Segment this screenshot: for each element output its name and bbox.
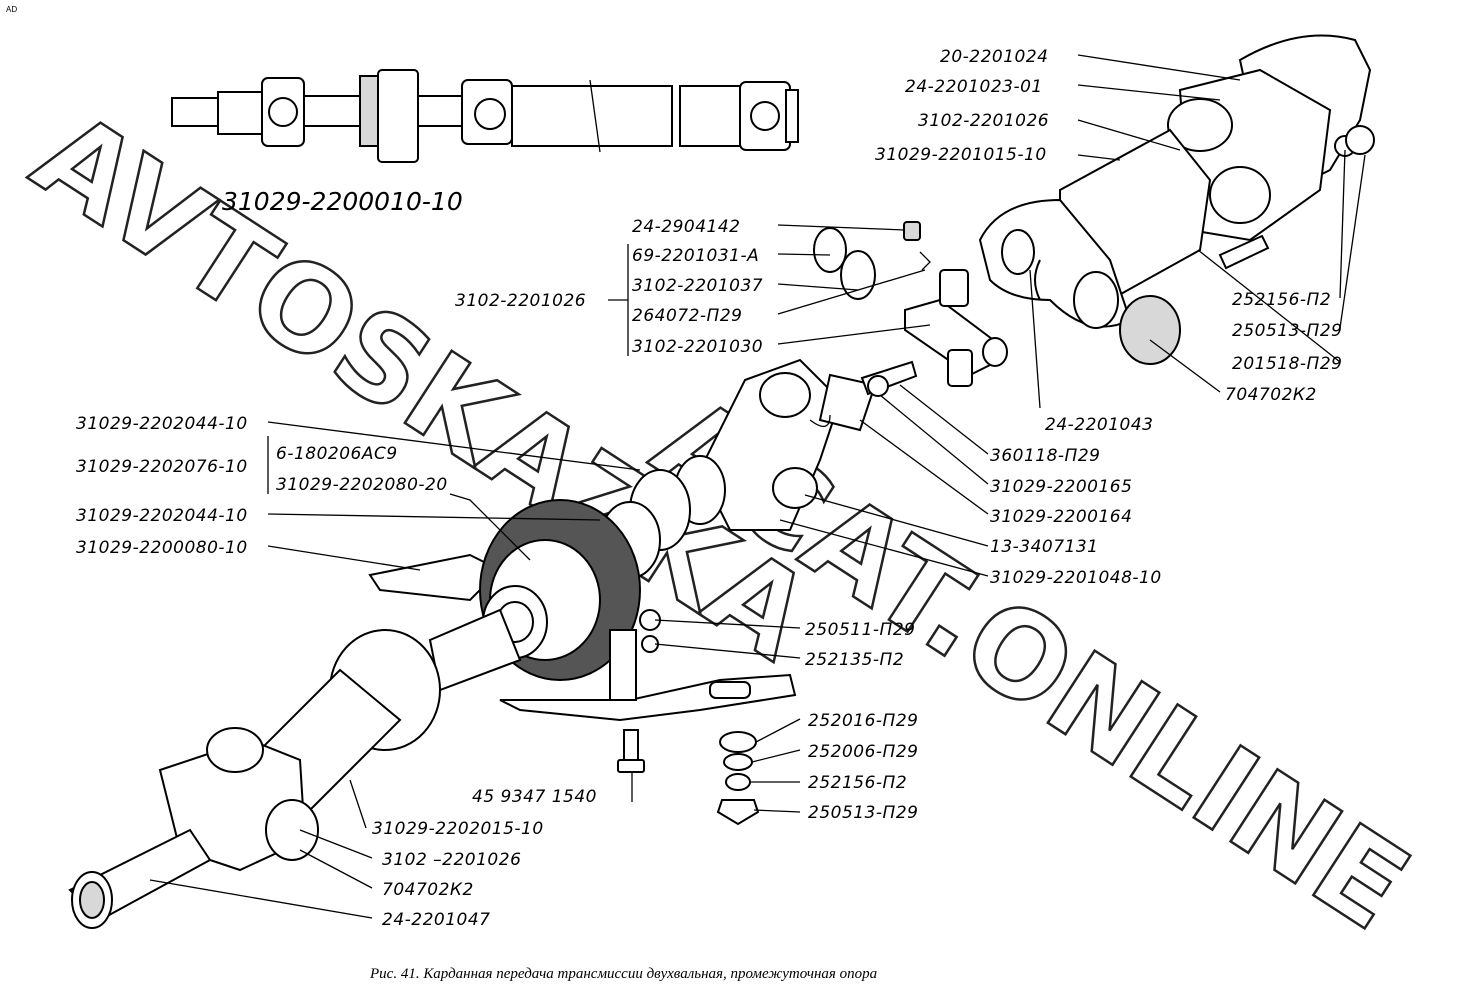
assembly-overview-illustration [171,69,799,163]
callout-label: 45 9347 1540 [472,787,597,807]
callout-label: 250513-П29 [808,803,918,823]
callout-label: 13-3407131 [990,537,1098,557]
callout-label: 31029-2202015-10 [372,819,544,839]
callout-label: 3102-2201026 [455,291,586,311]
callout-label: 24-2201047 [382,910,490,930]
callout-label: 20-2201024 [940,47,1048,67]
callout-label: 31029-2200080-10 [76,538,248,558]
callout-label: 31029-2202076-10 [76,457,248,477]
callout-label: 31029-2202080-20 [276,475,448,495]
callout-label: 252135-П2 [805,650,904,670]
callout-label: 264072-П29 [632,306,742,326]
callout-label: 31029-2200165 [990,477,1132,497]
callout-label: 31029-2201015-10 [875,145,1047,165]
callout-label: 252006-П29 [808,742,918,762]
intermediate-support-illustration [368,499,797,722]
fastener-stack-illustration [617,729,760,826]
callout-label: 31029-2202044-10 [76,414,248,434]
callout-label: 6-180206АС9 [276,444,398,464]
callout-label: 24-2201043 [1045,415,1153,435]
universal-joint-cross-illustration [813,221,1008,387]
callout-label: 3102-2201030 [632,337,763,357]
callout-label: 31029-2202044-10 [76,506,248,526]
callout-label: 704702К2 [382,880,474,900]
corner-mark: AD [6,5,17,14]
callout-label: 31029-2200164 [990,507,1132,527]
callout-label: 360118-П29 [990,446,1100,466]
callout-label: 24-2904142 [632,217,740,237]
callout-label: 3102-2201037 [632,276,763,296]
callout-label: 3102 –2201026 [382,850,521,870]
callout-label: 3102-2201026 [918,111,1049,131]
callout-label: 24-2201023-01 [905,77,1043,97]
callout-label: 252016-П29 [808,711,918,731]
front-shaft-illustration [68,608,522,929]
callout-label: 69-2201031-А [632,246,759,266]
callout-label: 250513-П29 [1232,321,1342,341]
rear-flange-assembly-illustration [978,34,1375,365]
callout-label: 31029-2201048-10 [990,568,1162,588]
figure-caption: Рис. 41. Карданная передача трансмиссии … [369,966,877,982]
assembly-number: 31029-2200010-10 [222,187,463,216]
middle-yoke-illustration [698,358,918,531]
callout-label: 252156-П2 [1232,290,1331,310]
callout-label: 250511-П29 [805,620,915,640]
callout-label: 704702К2 [1225,385,1317,405]
leader-lines [149,54,1366,919]
callout-label: 252156-П2 [808,773,907,793]
callout-label: 201518-П29 [1232,354,1342,374]
